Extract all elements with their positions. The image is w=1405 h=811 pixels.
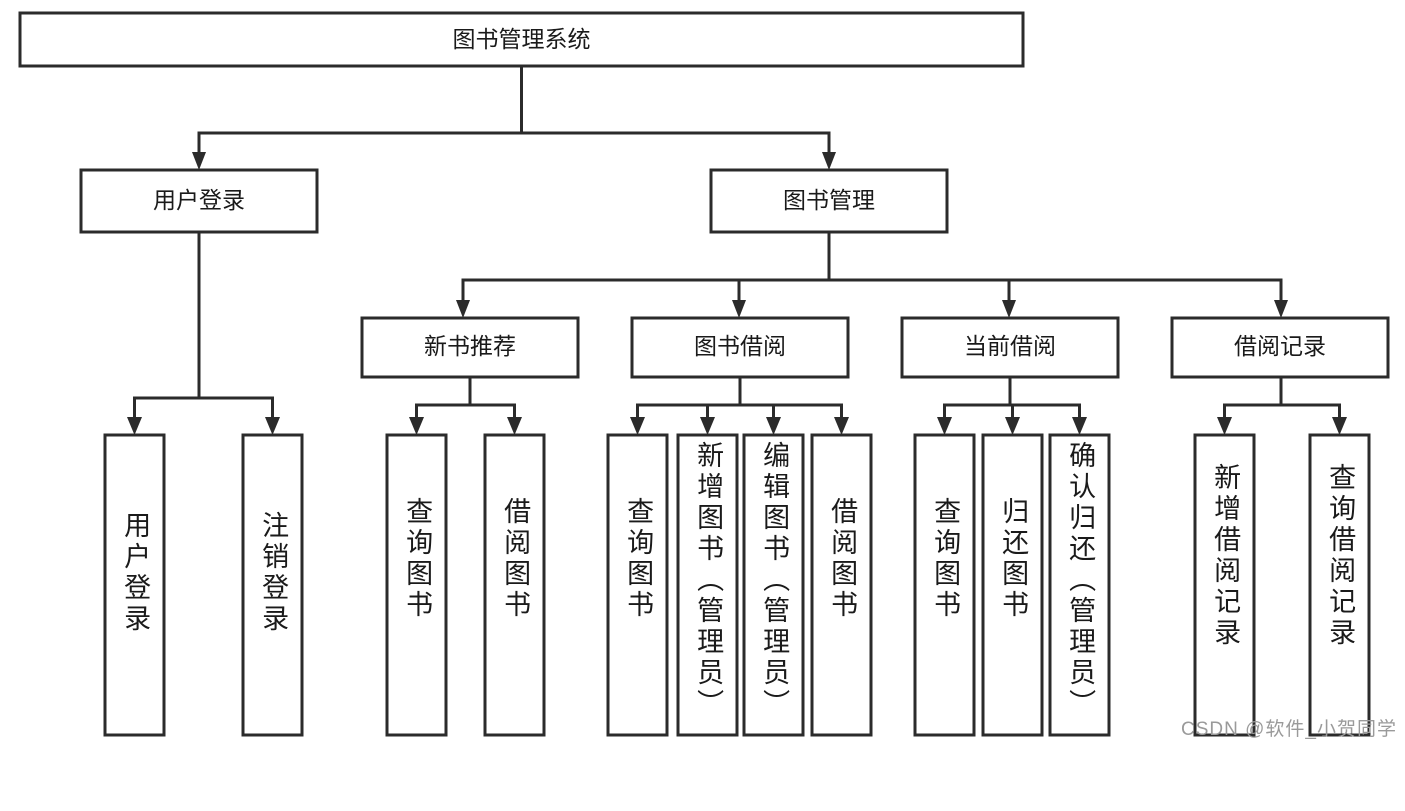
flowchart-canvas: 图书管理系统 用户登录 图书管理 新书推荐 图书借阅 当前 [18,11,1390,737]
node-leaf-return-book-box[interactable] [981,433,1044,737]
arrow-head-leaf-add-borrow-record [1217,417,1232,435]
node-leaf-query-book-1-box[interactable] [385,433,448,737]
node-borrow-record-box[interactable] [1170,316,1390,379]
node-new-book-recommend[interactable]: 新书推荐 [360,316,580,379]
node-book-borrow-box[interactable] [630,316,850,379]
node-leaf-confirm-return-admin-box[interactable] [1048,433,1111,737]
node-book-borrow[interactable]: 图书借阅 [630,316,850,379]
node-leaf-edit-book-admin-box[interactable] [742,433,805,737]
node-borrow-record[interactable]: 借阅记录 [1170,316,1390,379]
node-leaf-query-book-2-box[interactable] [606,433,669,737]
node-book-management-label: 图书管理 [783,187,875,213]
node-current-borrow[interactable]: 当前借阅 [900,316,1120,379]
node-user-login[interactable]: 用户登录 [79,168,319,234]
node-leaf-logout-box[interactable] [241,433,304,737]
node-root-box[interactable] [18,11,1025,68]
node-book-management-box[interactable] [709,168,949,234]
arrow-head-new-book-recommend [456,300,470,318]
node-current-borrow-box[interactable] [900,316,1120,379]
node-borrow-record-label: 借阅记录 [1234,333,1326,359]
node-leaf-borrow-book-2-box[interactable] [810,433,873,737]
arrow-head-leaf-logout [265,417,280,435]
arrow-head-current-borrow [1002,300,1016,318]
flowchart-diagram: 图书管理系统 用户登录 图书管理 新书推荐 图书借阅 当前 [18,11,1397,740]
node-current-borrow-label: 当前借阅 [964,333,1056,359]
connector-layer [127,64,1347,435]
arrow-head-leaf-query-book-2 [630,417,645,435]
arrow-head-borrow-record [1274,300,1288,318]
arrow-head-leaf-user-login [127,417,142,435]
node-leaf-user-login-box[interactable] [103,433,166,737]
node-new-book-recommend-label: 新书推荐 [424,333,516,359]
arrow-head-leaf-query-borrow-record [1332,417,1347,435]
node-leaf-query-book-3-box[interactable] [913,433,976,737]
arrow-head-user-login [192,152,206,170]
arrow-head-leaf-confirm-return-admin [1072,417,1087,435]
node-book-borrow-label: 图书借阅 [694,333,786,359]
node-root-label: 图书管理系统 [453,26,591,52]
arrow-head-leaf-query-book-1 [409,417,424,435]
arrow-head-leaf-add-book-admin [700,417,715,435]
arrow-head-leaf-edit-book-admin [766,417,781,435]
node-new-book-recommend-box[interactable] [360,316,580,379]
arrow-head-leaf-borrow-book-2 [834,417,849,435]
node-layer: 图书管理系统 用户登录 图书管理 新书推荐 图书借阅 当前 [18,11,1390,737]
node-leaf-add-book-admin-box[interactable] [676,433,739,737]
arrow-head-book-management [822,152,836,170]
node-user-login-box[interactable] [79,168,319,234]
node-user-login-label: 用户登录 [153,187,245,213]
arrow-head-leaf-return-book [1005,417,1020,435]
node-root[interactable]: 图书管理系统 [18,11,1025,68]
arrow-head-book-borrow [732,300,746,318]
node-leaf-query-borrow-record-box[interactable] [1308,433,1371,737]
node-leaf-borrow-book-1-box[interactable] [483,433,546,737]
arrow-head-leaf-query-book-3 [937,417,952,435]
watermark-text: CSDN @软件_小贺同学 [1181,719,1397,740]
node-leaf-add-borrow-record-box[interactable] [1193,433,1256,737]
node-book-management[interactable]: 图书管理 [709,168,949,234]
arrow-head-leaf-borrow-book-1 [507,417,522,435]
